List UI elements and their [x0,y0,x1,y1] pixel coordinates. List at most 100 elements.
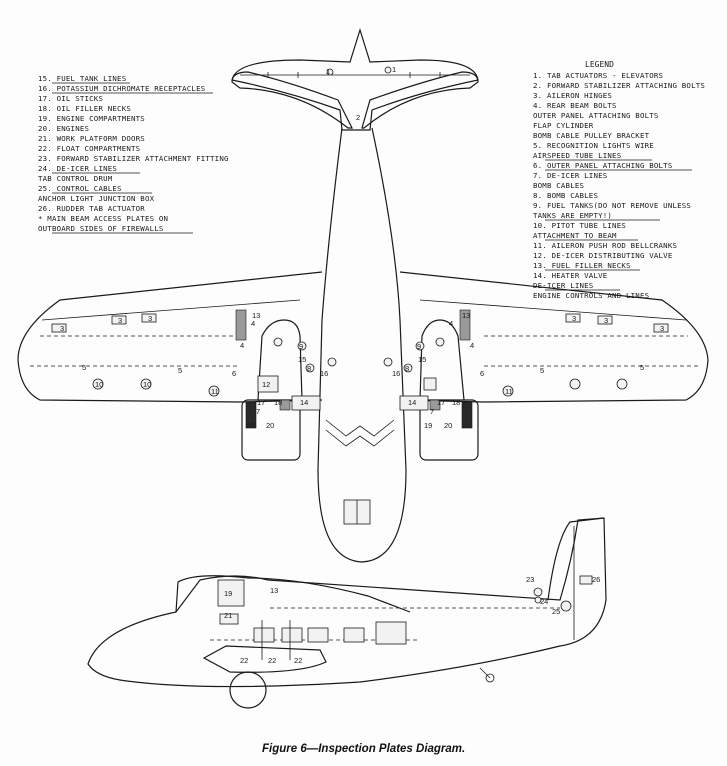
stabilizer-full [231,27,479,131]
plate-label-1: 1 [392,65,396,74]
plate-label-20: 20 [266,421,274,430]
engine-comp-plate [461,401,473,429]
pitot-plate [569,378,581,390]
legend-item-4b: OUTER PANEL ATTACHING BOLTS [533,111,659,120]
legend-item-25b: ANCHOR LIGHT JUNCTION BOX [38,194,155,203]
plate-label-3: 3 [148,314,152,323]
legend-item-17: 17. OIL STICKS [38,94,103,103]
tab-actuator-plate-right [384,66,392,74]
legend-item-1: 1. TAB ACTUATORS - ELEVATORS [533,71,663,80]
plate-label-7: 7 [256,407,260,416]
legend-item-star: * MAIN BEAM ACCESS PLATES ON [38,214,168,223]
legend-item-26: 26. RUDDER TAB ACTUATOR [38,204,145,213]
tail-wheel [485,673,495,683]
plate-label-11: 11 [211,387,219,396]
plate-label-3: 3 [60,324,64,333]
bellcrank-plate [208,385,220,397]
tank-plate [297,341,307,351]
legend-item-18: 18. OIL FILLER NECKS [38,104,131,113]
plate-label-5: 5 [82,363,86,372]
legend-item-4c: FLAP CYLINDER [533,121,594,130]
horizontal-stabilizer [231,71,353,129]
plate-label-8: 8 [307,364,311,373]
legend-item-25: 25. CONTROL CABLES [38,184,122,193]
rear-beam-plate [235,309,247,341]
deicer-tail-plate [534,596,542,604]
tank-plate [415,341,425,351]
rudder-tab-plate [579,575,593,585]
door [375,621,407,645]
plate-label-16: 16 [320,369,328,378]
legend-item-7: 7. DE-ICER LINES [533,171,607,180]
plate-label-4: 4 [251,319,255,328]
plate-label-9: 9 [417,342,421,351]
side-view: 19 13 21 22 22 22 23 24 25 26 [87,517,607,709]
legend-item-8: 8. BOMB CABLES [533,191,598,200]
plate-label-3: 3 [604,316,608,325]
legend-item-3: 3. AILERON HINGES [533,91,612,100]
window [343,627,365,643]
bomb-cable-plate [403,363,413,373]
legend-item-16: 16. POTASSIUM DICHROMATE RECEPTACLES [38,84,205,93]
left-aileron-line [41,299,301,321]
plate-label-10: 10 [95,380,103,389]
rear-beam-plate [459,309,471,341]
plate-label-25: 25 [552,607,560,616]
legend-right: LEGEND 1. TAB ACTUATORS - ELEVATORS 2. F… [533,60,705,300]
aileron-plate [111,315,127,325]
legend-item-14c: ENGINE CONTROLS AND LINES [533,291,649,300]
plate-label-16: 16 [392,369,400,378]
legend-item-5: 5. RECOGNITION LIGHTS WIRE [533,141,654,150]
window [281,627,303,643]
pitot-plate [92,378,104,390]
plate-label-24: 24 [540,597,548,606]
legend-item-9: 9. FUEL TANKS(DO NOT REMOVE UNLESS [533,201,691,210]
plate-label-18: 18 [452,398,460,407]
left-wing [17,271,323,403]
legend-title: LEGEND [585,60,614,69]
window [307,627,329,643]
legend-item-24b: TAB CONTROL DRUM [38,174,113,183]
landing-wheel [229,671,267,709]
plate-label-17: 17 [437,398,445,407]
aileron-plate [597,315,613,325]
legend-item-14b: DE-ICER LINES [533,281,593,290]
oil-filler-plate [429,399,441,411]
plate-label-3: 3 [660,324,664,333]
control-cable-plate [560,600,572,612]
plan-view: 1 1 2 3 3 3 3 3 3 4 4 4 4 [17,27,709,563]
plate-label-5: 5 [640,363,644,372]
plate-label-2: 2 [356,113,360,122]
legend-item-12: 12. DE-ICER DISTRIBUTING VALVE [533,251,673,260]
plate-label-20: 20 [444,421,452,430]
plate-label-13: 13 [270,586,278,595]
legend-item-23: 23. FORWARD STABILIZER ATTACHMENT FITTIN… [38,154,229,163]
oil-filler-plate [279,399,291,411]
heater-plate [399,395,429,411]
legend-item-6: 6. OUTER PANEL ATTACHING BOLTS [533,161,673,170]
fuel-tank-plate [273,337,283,347]
figure-caption: Figure 6—Inspection Plates Diagram. [262,743,465,755]
plate-label-11: 11 [505,387,513,396]
fuel-tank-plate [435,337,445,347]
plate-label-17: 17 [257,398,265,407]
fuselage-plan [317,127,407,563]
center-hull-step [325,429,395,447]
legend-item-15: 15. FUEL TANK LINES [38,74,126,83]
engine-profile [175,575,411,613]
work-platform-door [219,613,239,625]
legend-item-14: 14. HEATER VALVE [533,271,607,280]
legend-item-13: 13. FUEL FILLER NECKS [533,261,631,270]
legend-item-10b: ATTACHMENT TO BEAM [533,231,617,240]
hull-side [87,517,607,688]
plate-label-14: 14 [408,398,416,407]
right-nacelle [419,319,465,401]
fuselage-plate [383,357,393,367]
horizontal-stabilizer-right [361,71,479,129]
bellcrank-plate [502,385,514,397]
legend-item-4: 4. REAR BEAM BOLTS [533,101,617,110]
legend-item-22: 22. FLOAT COMPARTMENTS [38,144,140,153]
plate-label-6: 6 [232,369,236,378]
plate-label-9: 9 [299,342,303,351]
bomb-cable-plate [305,363,315,373]
